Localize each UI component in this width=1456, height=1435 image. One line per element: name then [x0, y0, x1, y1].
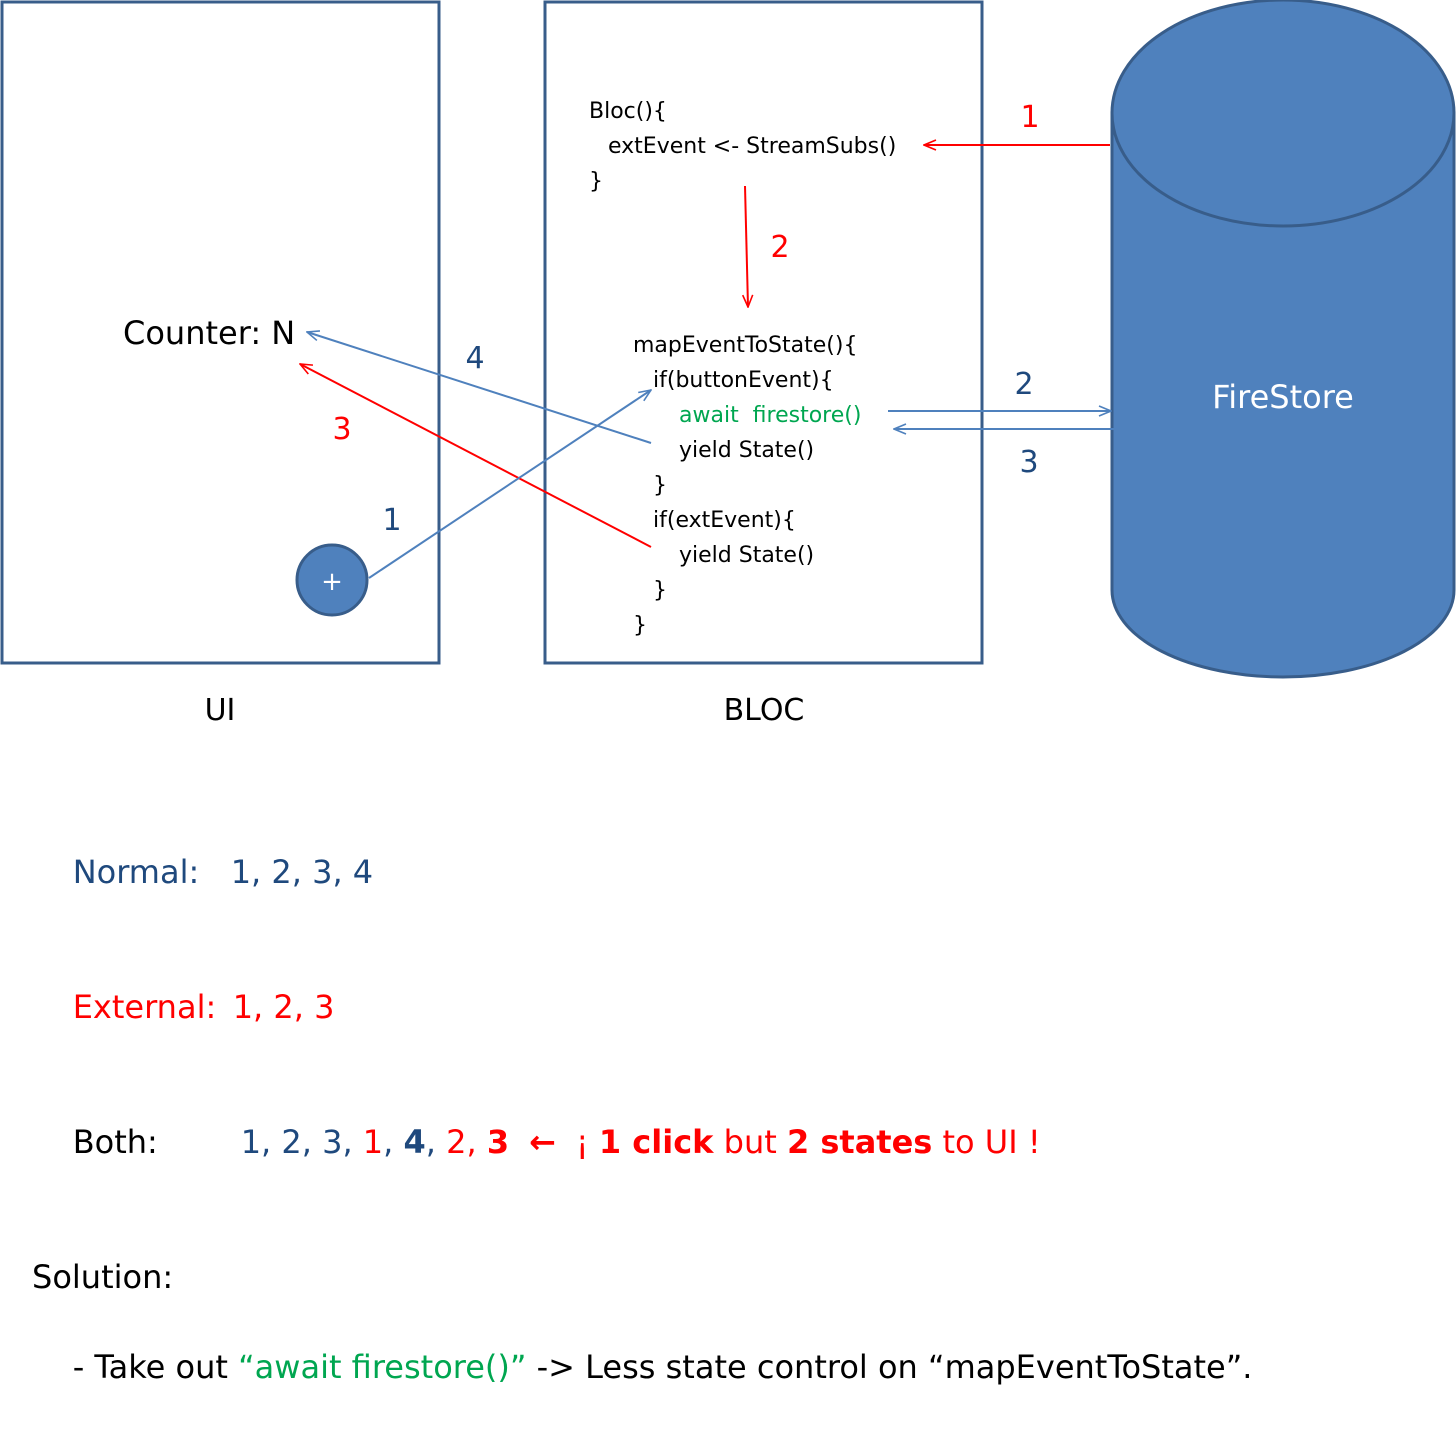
legend-external-sequence: 1, 2, 3	[232, 988, 335, 1026]
code-line: mapEventToState(){	[633, 333, 857, 358]
red-arrow-3	[300, 364, 652, 548]
legend-normal-sequence: 1, 2, 3, 4	[230, 853, 374, 891]
code-line: }	[633, 613, 647, 638]
blue-arrow-4-label: 4	[465, 341, 484, 376]
map-event-to-state-code: mapEventToState(){ if(buttonEvent){ awai…	[633, 333, 861, 638]
solution-code: “await firestore()”	[238, 1348, 527, 1386]
red-arrow-1-label: 1	[1020, 100, 1039, 135]
note-part: 2 states	[786, 1123, 933, 1161]
solution-line: - Take out “await firestore()” -> Less s…	[32, 1300, 1253, 1435]
bloc-box	[543, 0, 984, 665]
legend-normal-label: Normal:	[72, 853, 200, 891]
blue-arrow-1	[368, 390, 651, 579]
ui-label: UI	[205, 693, 236, 728]
plus-button[interactable]	[295, 543, 369, 617]
legend-both: Both: 1, 2, 3, 1, 4, 2, 3 ← ¡ 1 click but 2…	[32, 1075, 1252, 1210]
cylinder-body	[1110, 111, 1456, 679]
solution-title: Solution:	[32, 1258, 174, 1296]
bloc-label: BLOC	[724, 693, 805, 728]
firestore-label: FireStore	[1212, 378, 1354, 416]
left-arrow-icon: ←	[529, 1123, 556, 1161]
bloc-constructor-code: Bloc(){ extEvent <- StreamSubs() }	[589, 99, 896, 194]
blue-arrow-4	[307, 332, 652, 444]
ui-box	[0, 0, 441, 665]
both-seq-part: 4	[403, 1123, 426, 1161]
red-arrow-2-label: 2	[770, 230, 789, 265]
plus-button-label: +	[321, 567, 343, 597]
note-part: 1 click	[598, 1123, 714, 1161]
note-part: but	[713, 1123, 787, 1161]
code-line: }	[589, 169, 603, 194]
note-part: to UI !	[932, 1123, 1041, 1161]
code-line: extEvent <- StreamSubs()	[608, 134, 896, 159]
legend-external: External: 1, 2, 3	[32, 940, 1252, 1075]
blue-arrow-2-label: 2	[1014, 367, 1033, 402]
code-line: yield State()	[679, 543, 814, 568]
counter-text: Counter: N	[123, 314, 295, 352]
red-arrow-2	[745, 185, 748, 307]
firestore-database: FireStore	[1110, 0, 1456, 679]
both-seq-part: 1, 2, 3,	[240, 1123, 363, 1161]
legend: Normal: 1, 2, 3, 4 External: 1, 2, 3 Both:…	[32, 805, 1252, 1435]
both-seq-part: ,	[425, 1123, 447, 1161]
both-seq-part: 3	[486, 1123, 510, 1161]
red-arrow-3-label: 3	[332, 412, 351, 447]
code-line-await: await firestore()	[679, 403, 861, 428]
both-seq-part: 2,	[446, 1123, 487, 1161]
note-part: ¡	[575, 1123, 599, 1161]
architecture-diagram: Counter: N + UI Bloc(){ extEvent <- Stre…	[0, 0, 1456, 728]
legend-spacer	[32, 1210, 1252, 1255]
both-seq-part: ,	[383, 1123, 404, 1161]
legend-both-label: Both:	[72, 1123, 158, 1161]
code-line: Bloc(){	[589, 99, 667, 124]
legend-normal: Normal: 1, 2, 3, 4	[32, 805, 1252, 940]
solution-prefix: - Take out	[72, 1348, 239, 1386]
cylinder-top	[1110, 0, 1456, 228]
code-line: if(buttonEvent){	[653, 368, 834, 393]
solution-suffix: -> Less state control on “mapEventToStat…	[526, 1348, 1253, 1386]
both-seq-part: 1	[362, 1123, 384, 1161]
blue-arrow-3-label: 3	[1019, 445, 1038, 480]
blue-arrow-1-label: 1	[382, 503, 401, 538]
code-line: }	[653, 578, 667, 603]
code-line: yield State()	[679, 438, 814, 463]
legend-external-label: External:	[72, 988, 217, 1026]
code-line: }	[653, 473, 667, 498]
code-line: if(extEvent){	[653, 508, 796, 533]
